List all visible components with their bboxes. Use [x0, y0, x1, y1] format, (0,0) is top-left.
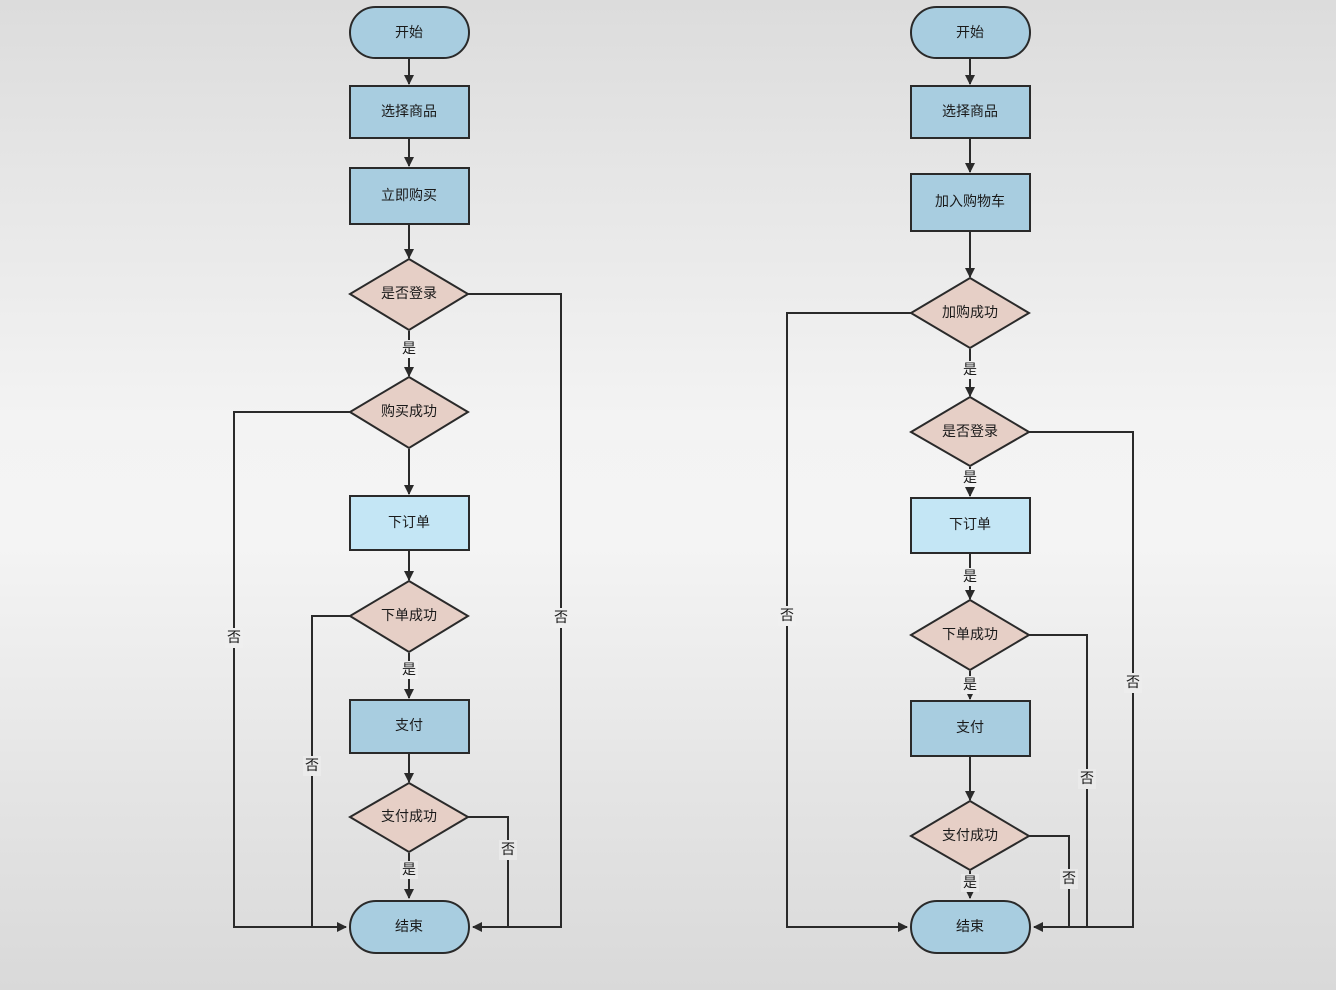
edge-label-order-yes: 是 — [402, 662, 416, 678]
edge-r-ordersuccess-no-end — [1029, 634, 1088, 927]
r-edge-label-cart-yes: 是 — [963, 362, 977, 378]
edge-paysuccess-no-end — [468, 816, 509, 927]
process-place-order — [349, 495, 470, 551]
r-process-select — [910, 85, 1031, 139]
flowchart-right-shapes — [909, 6, 1031, 954]
edge-r-paysuccess-no-end — [1029, 835, 1070, 927]
r-order-success-label: 下单成功 — [942, 627, 998, 643]
edge-buysuccess-no-end — [233, 411, 350, 932]
edge-label-pay-no: 否 — [501, 842, 515, 858]
r-edge-label-pay-yes: 是 — [963, 875, 977, 891]
decision-buy-success — [348, 375, 470, 450]
r-process-place-order — [910, 497, 1031, 554]
r-start-label: 开始 — [956, 25, 984, 41]
pay-success-label: 支付成功 — [381, 809, 437, 825]
r-decision-order-success — [909, 598, 1031, 672]
r-add-cart-label: 加入购物车 — [935, 193, 1005, 210]
process-select — [349, 85, 470, 139]
edge-label-buy-no: 否 — [227, 630, 241, 646]
edge-login-no-end — [468, 293, 562, 932]
edge-label-login-yes: 是 — [402, 341, 416, 357]
edge-label-pay-yes: 是 — [402, 862, 416, 878]
r-terminator-start — [910, 6, 1031, 59]
place-order-label: 下订单 — [388, 515, 430, 531]
r-end-label: 结束 — [956, 919, 984, 935]
r-check-login-label: 是否登录 — [942, 424, 998, 440]
r-terminator-end — [910, 900, 1031, 954]
flowchart-left — [233, 58, 562, 932]
process-buy-now — [349, 167, 470, 225]
select-label: 选择商品 — [381, 104, 437, 120]
order-success-label: 下单成功 — [381, 608, 437, 624]
edge-label-order-no: 否 — [305, 758, 319, 774]
edge-r-cartsuccess-no-end — [786, 312, 911, 932]
r-decision-check-login — [909, 395, 1031, 468]
decision-pay-success — [348, 781, 470, 854]
r-edge-label-placeorder-yes: 是 — [963, 569, 977, 585]
r-edge-label-order-no: 否 — [1080, 771, 1094, 787]
terminator-end — [349, 900, 470, 954]
buy-now-label: 立即购买 — [381, 188, 437, 204]
r-pay-success-label: 支付成功 — [942, 828, 998, 844]
check-login-label: 是否登录 — [381, 286, 437, 302]
flowchart-left-text: 开始 选择商品 立即购买 是否登录 购买成功 下订单 下单成功 支付 支付成功 … — [225, 25, 570, 935]
r-process-pay — [910, 700, 1031, 757]
r-edge-label-cart-no: 否 — [780, 608, 794, 624]
terminator-start — [349, 6, 470, 59]
buy-success-label: 购买成功 — [381, 404, 437, 420]
r-decision-pay-success — [909, 799, 1031, 872]
pay-label: 支付 — [395, 718, 423, 734]
r-edge-label-login-no: 否 — [1126, 675, 1140, 691]
r-edge-label-login-yes: 是 — [963, 470, 977, 486]
decision-check-login — [348, 257, 470, 332]
r-cart-success-label: 加购成功 — [942, 305, 998, 321]
r-edge-label-order-yes: 是 — [963, 677, 977, 693]
end-label: 结束 — [395, 919, 423, 935]
r-decision-cart-success — [909, 276, 1031, 350]
r-place-order-label: 下订单 — [949, 517, 991, 533]
process-pay — [349, 699, 470, 754]
r-pay-label: 支付 — [956, 720, 984, 736]
edge-r-login-no-end — [1029, 431, 1134, 932]
flowchart-right-text: 开始 选择商品 加入购物车 加购成功 是否登录 下订单 下单成功 支付 支付成功… — [778, 25, 1142, 935]
r-edge-label-pay-no: 否 — [1062, 871, 1076, 887]
edge-label-login-no: 否 — [554, 610, 568, 626]
decision-order-success — [348, 579, 470, 654]
r-process-add-cart — [910, 173, 1031, 232]
start-label: 开始 — [395, 25, 423, 41]
edge-ordersuccess-no-end — [311, 615, 350, 927]
flowchart-left-shapes — [348, 6, 470, 954]
r-select-label: 选择商品 — [942, 104, 998, 120]
